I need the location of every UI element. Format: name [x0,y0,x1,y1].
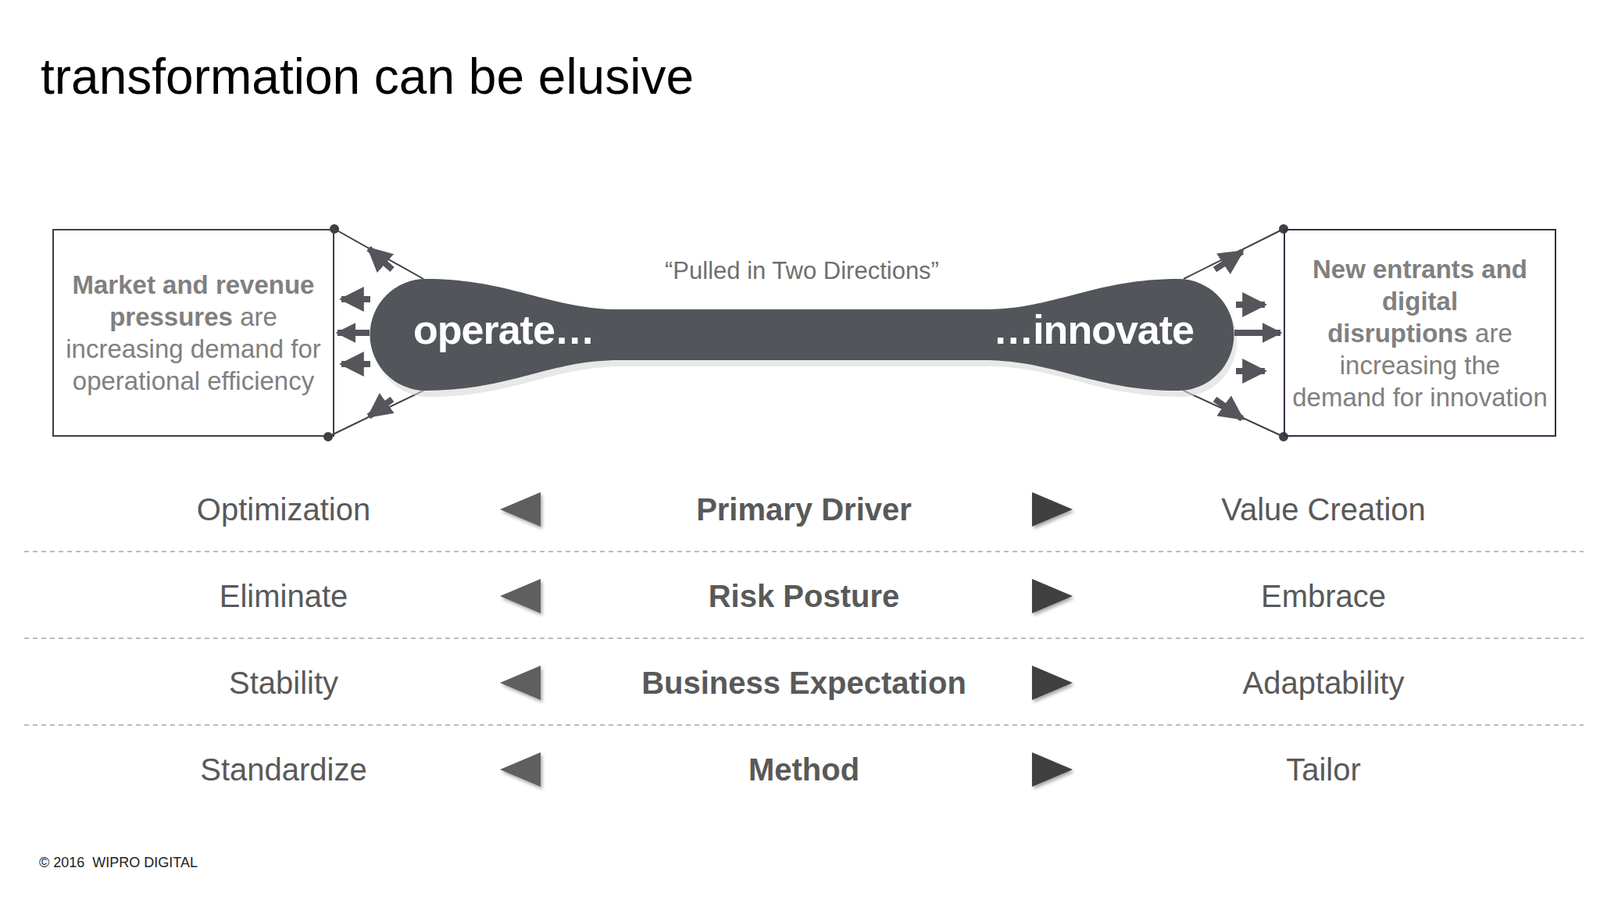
left-triangle [500,665,541,700]
disruption-box: New entrants and digital disruptionsare … [1283,228,1557,437]
leader-line [1183,228,1284,279]
box-text: New entrants and digital disruptionsare … [1291,253,1549,414]
pull-arrow-connector [337,329,370,336]
band-body [370,278,1235,391]
dimension-heading: Business Expectation [569,664,1039,702]
band-heading: “Pulled in Two Directions” [369,257,1235,285]
dashed-rule [24,550,1584,553]
left-triangle [500,752,541,787]
band-word: …innovate [992,307,1194,353]
pull-arrow [341,360,371,368]
leader-line [334,228,424,279]
tension-band: “Pulled in Two Directions” operate… …innov… [369,257,1235,391]
table-cell: Eliminate [49,577,518,615]
slide-title: transformation can be elusive [40,46,694,108]
pull-arrow-connector [1234,329,1281,336]
direction-triangles [500,492,1073,787]
box-text: Market and revenue pressuresare increasi… [60,268,327,397]
left-triangle [500,492,541,527]
stretch-lines [324,225,1288,441]
table-cell: Adaptability [1089,664,1558,702]
dashed-rule [24,637,1584,640]
bold-lead: Market and revenue pressures [72,270,315,332]
left-triangle [500,578,541,614]
dimension-heading: Primary Driver [569,490,1039,529]
right-triangle [1032,578,1073,614]
pull-arrows [341,248,1265,419]
right-triangle [1032,492,1073,527]
pull-arrow [341,296,371,303]
table-cell: Optimization [49,490,518,529]
leader-line [328,390,424,437]
right-triangle [1032,665,1073,700]
anchor-dot [324,432,333,441]
pull-arrow [1214,399,1243,419]
row-separators [24,551,1584,725]
pull-arrow [1235,301,1265,308]
table-cell: Value Creation [1089,490,1558,529]
leader-line [1183,390,1284,437]
pull-arrow [1235,367,1265,375]
table-cell: Embrace [1089,577,1558,615]
dashed-rule [24,724,1584,726]
right-triangle [1032,752,1073,787]
dimension-heading: Risk Posture [569,577,1039,615]
dimension-heading: Method [569,750,1039,789]
table-cell: Standardize [49,750,518,789]
pull-arrow [368,248,393,270]
pull-arrow [1214,251,1243,270]
pressure-box: Market and revenue pressuresare increasi… [52,228,335,437]
table-cell: Stability [49,664,518,702]
table-cell: Tailor [1089,750,1558,789]
copyright-note: © 2016 WIPRO DIGITAL [39,854,198,872]
band-word: operate… [413,307,595,353]
pull-arrow [368,399,393,417]
